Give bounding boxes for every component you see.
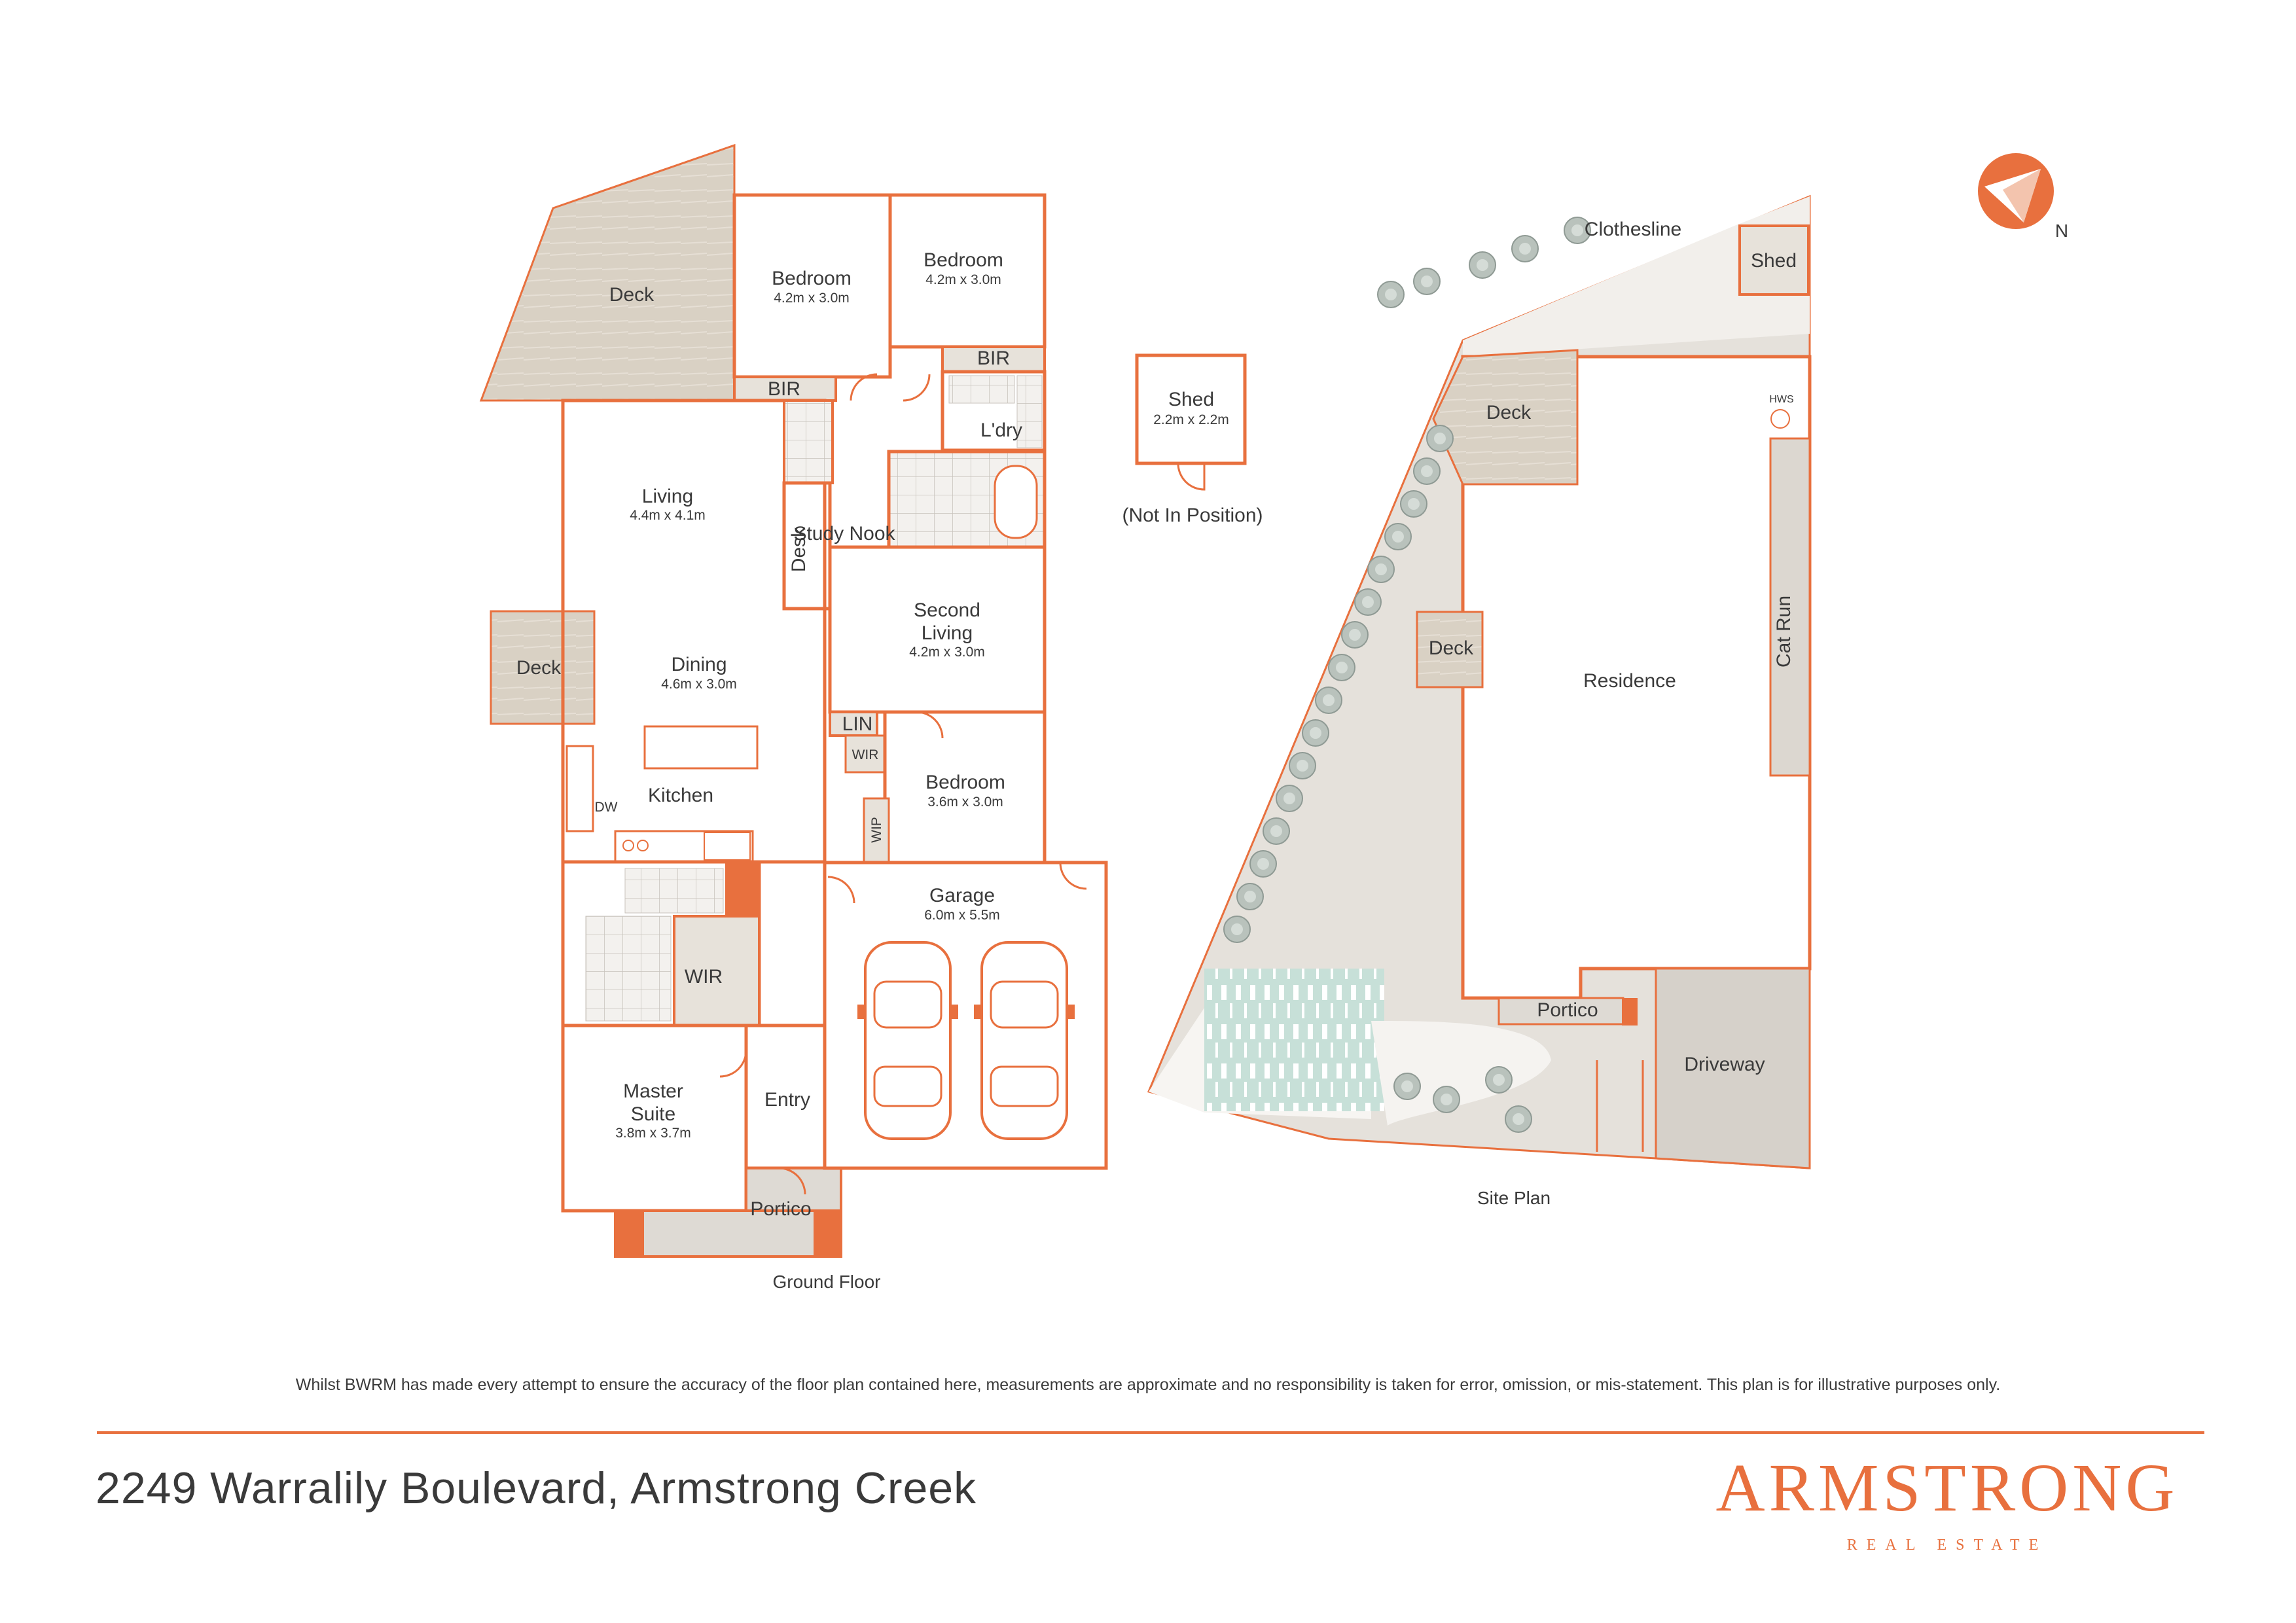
detached-shed-dim: 2.2m x 2.2m <box>1153 412 1229 427</box>
cat-run-label: Cat Run <box>1773 596 1795 668</box>
deck-side-area <box>490 610 596 725</box>
second-living-dim: 4.2m x 3.0m <box>909 645 985 660</box>
ground-floor-caption: Ground Floor <box>773 1272 881 1292</box>
study-nook-label: Study Nook <box>793 523 895 544</box>
detached-shed-label: Shed <box>1168 389 1214 410</box>
hws-label: HWS <box>1769 394 1793 405</box>
bir-2-area <box>941 346 1046 373</box>
desk-label: Desk <box>788 527 810 572</box>
bir-2-label: BIR <box>977 348 1010 369</box>
residence-label: Residence <box>1583 670 1676 692</box>
laundry-label: L'dry <box>980 419 1022 441</box>
living-label: Living <box>642 486 693 507</box>
entry-label: Entry <box>764 1089 810 1111</box>
site-portico-label: Portico <box>1537 999 1598 1021</box>
north-arrow-icon <box>1978 153 2054 229</box>
driveway-label: Driveway <box>1684 1054 1765 1075</box>
bedroom-2-area <box>888 193 1047 349</box>
disclaimer-text: Whilst BWRM has made every attempt to en… <box>295 1376 2001 1394</box>
garden-tiles <box>1204 969 1384 1111</box>
wc-area <box>783 399 834 484</box>
wir-small-area <box>844 734 886 774</box>
garage-label: Garage <box>929 885 995 906</box>
cat-run-area <box>1769 437 1811 777</box>
deck-top-area <box>479 143 736 402</box>
master-suite-label-2: Suite <box>631 1103 675 1125</box>
wir-small-label: WIR <box>852 747 879 762</box>
second-living-label-1: Second <box>914 599 980 621</box>
ground-floor-plan: Deck Bedroom 4.2m x 3.0m Bedroom 4.2m x … <box>479 143 1108 1292</box>
site-deck-top-label: Deck <box>1486 402 1532 423</box>
site-portico-area <box>1498 997 1624 1026</box>
portico-label: Portico <box>750 1198 811 1220</box>
bedroom-3-dim: 3.6m x 3.0m <box>927 794 1003 810</box>
dining-dim: 4.6m x 3.0m <box>661 677 737 692</box>
driveway-area <box>1655 967 1811 1169</box>
bedroom-1-dim: 4.2m x 3.0m <box>774 291 850 306</box>
portico-area <box>614 1209 842 1258</box>
site-plan-caption: Site Plan <box>1477 1188 1551 1208</box>
bedroom-2-label: Bedroom <box>924 249 1003 271</box>
deck-top-label: Deck <box>609 284 655 306</box>
footer-divider <box>97 1431 2204 1434</box>
master-suite-label-1: Master <box>623 1080 683 1102</box>
second-living-label-2: Living <box>922 622 973 644</box>
wip-label: WIP <box>869 817 884 843</box>
lin-area <box>829 711 878 737</box>
site-shed-area <box>1738 224 1810 296</box>
kitchen-label: Kitchen <box>648 785 713 806</box>
deck-side-label: Deck <box>516 657 562 679</box>
property-address: 2249 Warralily Boulevard, Armstrong Cree… <box>96 1463 977 1513</box>
brand-logo-tagline: REAL ESTATE <box>1846 1537 2048 1554</box>
brand-logo-wordmark: ARMSTRONG <box>1715 1450 2179 1525</box>
garage-dim: 6.0m x 5.5m <box>924 908 1000 923</box>
dw-label: DW <box>595 800 618 815</box>
clothesline-label: Clothesline <box>1585 219 1681 240</box>
dining-label: Dining <box>671 654 726 675</box>
kitchen-island <box>643 725 759 770</box>
site-deck-side-label: Deck <box>1429 637 1474 659</box>
detached-shed: Shed 2.2m x 2.2m (Not In Position) <box>1122 353 1263 526</box>
bir-1-label: BIR <box>768 378 800 400</box>
lin-label: LIN <box>842 713 873 735</box>
site-shed-label: Shed <box>1751 250 1797 272</box>
residence-footprint <box>1461 355 1812 1000</box>
master-suite-dim: 3.8m x 3.7m <box>615 1126 691 1141</box>
bedroom-1-label: Bedroom <box>772 268 852 289</box>
site-deck-side-area <box>1416 611 1484 688</box>
wir-master-area <box>673 915 761 1027</box>
site-deck-top-area <box>1432 349 1579 486</box>
detached-shed-note: (Not In Position) <box>1122 505 1263 526</box>
bedroom-2-dim: 4.2m x 3.0m <box>925 272 1001 287</box>
site-plan: N Clothesline Shed HWS Deck Deck Residen… <box>1147 153 2068 1208</box>
wir-master-label: WIR <box>685 966 723 988</box>
north-label: N <box>2055 221 2068 241</box>
wip-area <box>863 797 890 864</box>
living-dim: 4.4m x 4.1m <box>630 508 706 523</box>
bedroom-3-label: Bedroom <box>925 772 1005 793</box>
garage-area <box>823 861 1108 1170</box>
